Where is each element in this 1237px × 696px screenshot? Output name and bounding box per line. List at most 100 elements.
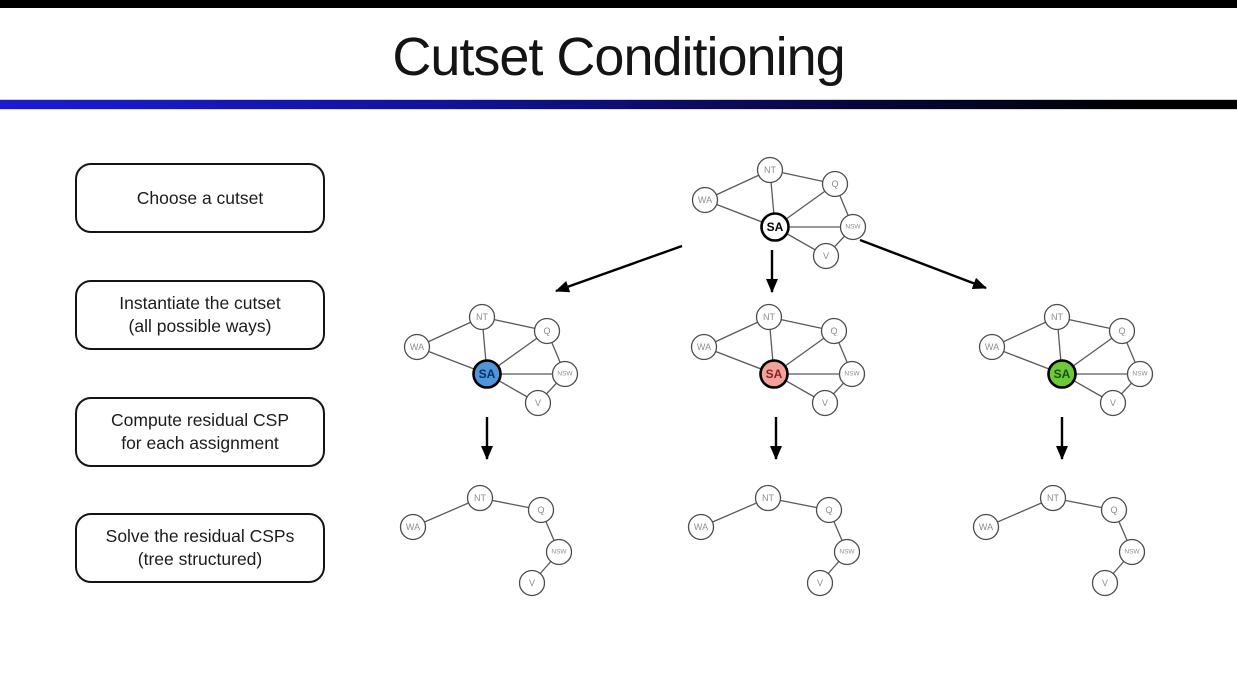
svg-text:WA: WA [979, 522, 993, 532]
svg-text:V: V [823, 251, 829, 261]
node-NT: NT [466, 484, 494, 512]
arrow-root-to-blue [555, 244, 683, 293]
node-Q: Q [527, 496, 555, 524]
step-box-choose-cutset: Choose a cutset [75, 163, 325, 233]
svg-text:NT: NT [762, 493, 774, 503]
constraint-graph-sa-green: WA NT Q SA NSW V [960, 290, 1160, 430]
residual-tree-right: WA NT Q NSW V [958, 470, 1158, 610]
node-WA: WA [972, 513, 1000, 541]
node-NSW: NSW [838, 360, 866, 388]
node-WA: WA [691, 186, 719, 214]
svg-text:NSW: NSW [551, 549, 567, 556]
step-label-line1: Instantiate the cutset [119, 293, 281, 313]
svg-text:V: V [1110, 398, 1116, 408]
svg-text:NT: NT [474, 493, 486, 503]
step-label-line2: (tree structured) [137, 549, 263, 569]
svg-text:WA: WA [410, 342, 424, 352]
node-V: V [1099, 389, 1127, 417]
residual-tree-left: WA NT Q NSW V [385, 470, 585, 610]
svg-text:Q: Q [1110, 505, 1117, 515]
node-SA-cutset: SA [472, 359, 502, 389]
svg-text:WA: WA [694, 522, 708, 532]
node-NSW: NSW [545, 538, 573, 566]
node-V: V [1091, 569, 1119, 597]
step-box-solve-residual: Solve the residual CSPs (tree structured… [75, 513, 325, 583]
node-WA: WA [687, 513, 715, 541]
svg-text:NT: NT [1051, 312, 1063, 322]
node-V: V [812, 242, 840, 270]
node-V: V [806, 569, 834, 597]
node-V: V [811, 389, 839, 417]
step-label-line1: Solve the residual CSPs [105, 526, 295, 546]
svg-text:NSW: NSW [844, 371, 860, 378]
node-WA: WA [403, 333, 431, 361]
svg-text:Q: Q [830, 326, 837, 336]
svg-text:NSW: NSW [839, 549, 855, 556]
node-NT: NT [1039, 484, 1067, 512]
arrow-root-to-green [859, 238, 987, 290]
node-NSW: NSW [1118, 538, 1146, 566]
node-WA: WA [978, 333, 1006, 361]
svg-text:Q: Q [543, 326, 550, 336]
svg-text:SA: SA [767, 220, 784, 234]
svg-text:WA: WA [697, 342, 711, 352]
constraint-graph-root: WA NT Q SA NSW V [673, 143, 873, 283]
node-Q: Q [815, 496, 843, 524]
node-V: V [524, 389, 552, 417]
svg-text:V: V [535, 398, 541, 408]
top-black-bar [0, 0, 1237, 8]
svg-text:NT: NT [476, 312, 488, 322]
svg-text:NSW: NSW [1132, 371, 1148, 378]
node-WA: WA [690, 333, 718, 361]
step-label-line1: Compute residual CSP [111, 410, 289, 430]
residual-tree-center: WA NT Q NSW V [673, 470, 873, 610]
svg-text:Q: Q [1118, 326, 1125, 336]
step-label: Choose a cutset [136, 187, 264, 208]
svg-text:NT: NT [763, 312, 775, 322]
node-WA: WA [399, 513, 427, 541]
node-NT: NT [756, 156, 784, 184]
node-SA-cutset: SA [1047, 359, 1077, 389]
svg-text:WA: WA [698, 195, 712, 205]
svg-text:Q: Q [831, 179, 838, 189]
node-NSW: NSW [1126, 360, 1154, 388]
node-NSW: NSW [833, 538, 861, 566]
node-SA-cutset: SA [760, 212, 790, 242]
node-V: V [518, 569, 546, 597]
svg-text:V: V [529, 578, 535, 588]
svg-text:SA: SA [1054, 367, 1071, 381]
step-box-instantiate-cutset: Instantiate the cutset (all possible way… [75, 280, 325, 350]
svg-text:V: V [817, 578, 823, 588]
svg-text:SA: SA [766, 367, 783, 381]
node-NT: NT [468, 303, 496, 331]
node-Q: Q [1100, 496, 1128, 524]
node-NT: NT [1043, 303, 1071, 331]
svg-text:NSW: NSW [1124, 549, 1140, 556]
node-Q: Q [1108, 317, 1136, 345]
svg-text:WA: WA [985, 342, 999, 352]
svg-text:Q: Q [825, 505, 832, 515]
svg-text:NSW: NSW [557, 371, 573, 378]
title-accent-rule [0, 99, 1237, 110]
node-Q: Q [821, 170, 849, 198]
svg-text:WA: WA [406, 522, 420, 532]
svg-text:V: V [1102, 578, 1108, 588]
svg-text:NSW: NSW [845, 224, 861, 231]
node-SA-cutset: SA [759, 359, 789, 389]
node-Q: Q [820, 317, 848, 345]
constraint-graph-sa-red: WA NT Q SA NSW V [672, 290, 872, 430]
constraint-graph-sa-blue: WA NT Q SA NSW V [385, 290, 585, 430]
step-label-line2: (all possible ways) [128, 316, 272, 336]
svg-text:SA: SA [479, 367, 496, 381]
svg-text:V: V [822, 398, 828, 408]
step-box-compute-residual: Compute residual CSP for each assignment [75, 397, 325, 467]
node-Q: Q [533, 317, 561, 345]
svg-text:NT: NT [764, 165, 776, 175]
step-label-line2: for each assignment [121, 433, 279, 453]
node-NSW: NSW [551, 360, 579, 388]
node-NT: NT [755, 303, 783, 331]
svg-text:NT: NT [1047, 493, 1059, 503]
node-NSW: NSW [839, 213, 867, 241]
